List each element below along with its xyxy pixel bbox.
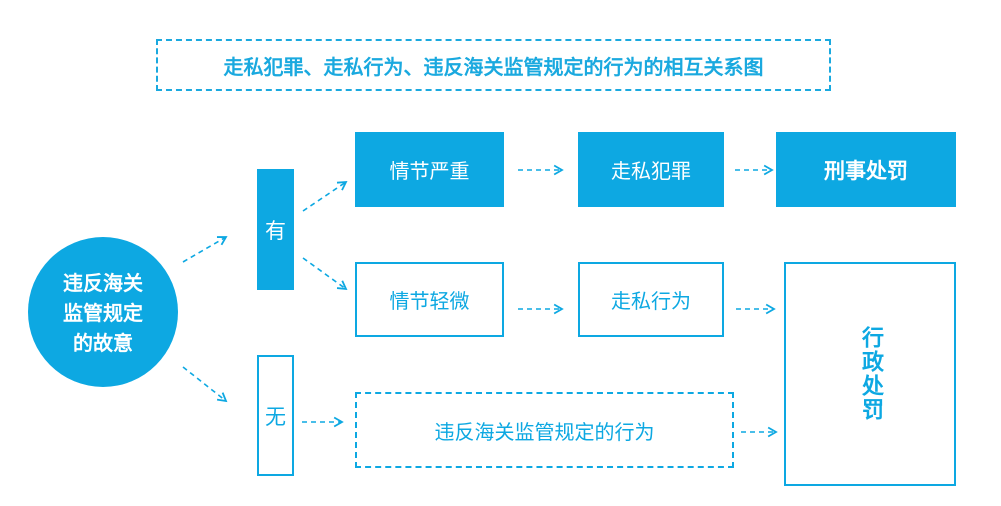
intent-node: 违反海关 监管规定 的故意 — [28, 237, 178, 387]
no-node: 无 — [257, 355, 294, 476]
admin-penalty-node: 行政处罚 — [784, 262, 956, 486]
criminal-penalty-node: 刑事处罚 — [776, 132, 956, 207]
yes-node: 有 — [257, 169, 294, 290]
diagram-title: 走私犯罪、走私行为、违反海关监管规定的行为的相互关系图 — [156, 39, 831, 91]
arrow-yes-to-serious — [302, 180, 348, 212]
arrow-intent-to-no — [182, 366, 228, 403]
smuggling-act-node: 走私行为 — [578, 262, 724, 337]
arrow-yes-to-minor — [302, 257, 348, 291]
smuggling-crime-node: 走私犯罪 — [578, 132, 724, 207]
admin-penalty-label: 行政处罚 — [858, 326, 883, 422]
minor-node: 情节轻微 — [355, 262, 504, 337]
violation-node: 违反海关监管规定的行为 — [355, 392, 734, 468]
serious-node: 情节严重 — [355, 132, 504, 207]
arrow-intent-to-yes — [182, 236, 228, 263]
